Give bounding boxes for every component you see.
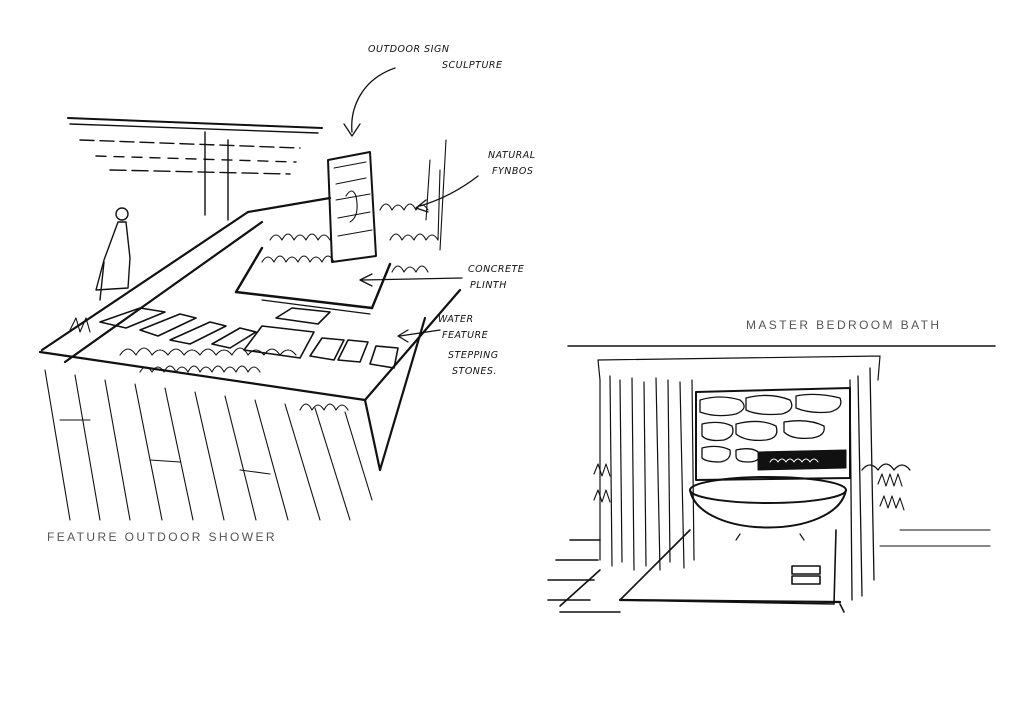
annotation-water-line2: FEATURE <box>442 330 488 341</box>
fynbos-planting <box>69 139 447 411</box>
right-column <box>849 367 911 601</box>
bath-planting <box>593 463 991 547</box>
freestanding-bath <box>689 476 847 541</box>
outdoor-shower-sketch: OUTDOOR SIGN SCULPTURE NATURAL FYNBOS CO… <box>38 44 536 521</box>
annotation-sign-line1: OUTDOOR SIGN <box>368 44 449 55</box>
timber-deck <box>38 350 373 521</box>
annotation-sign-line2: SCULPTURE <box>442 60 503 71</box>
stone-wall <box>695 387 851 481</box>
annotation-plinth: CONCRETE PLINTH <box>468 264 524 291</box>
annotation-water-line1: WATER <box>438 314 474 325</box>
annotation-fynbos-line2: FYNBOS <box>492 166 533 177</box>
ceiling-recess <box>597 355 881 381</box>
annotation-stones: STEPPING STONES. <box>448 350 499 377</box>
towel-stack <box>791 565 821 585</box>
annotation-stones-line2: STONES. <box>452 366 497 377</box>
annotation-water: WATER FEATURE <box>438 314 488 341</box>
annotation-plinth-line2: PLINTH <box>470 280 507 291</box>
annotation-stones-line1: STEPPING <box>448 350 499 361</box>
leader-arrows <box>343 67 479 343</box>
caption-master-bath: MASTER BEDROOM BATH <box>746 318 942 332</box>
annotation-fynbos-line1: NATURAL <box>488 150 536 161</box>
annotation-sign: OUTDOOR SIGN SCULPTURE <box>368 44 503 71</box>
annotation-plinth-line1: CONCRETE <box>468 264 524 275</box>
garden-bed <box>40 196 462 472</box>
fireplace <box>757 449 847 471</box>
concrete-plinth <box>234 246 392 315</box>
person-figure <box>95 207 131 301</box>
bath-floor <box>547 529 845 613</box>
annotation-fynbos: NATURAL FYNBOS <box>488 150 536 177</box>
stepping-stones <box>99 307 399 369</box>
roof-overhang <box>67 117 323 221</box>
master-bath-sketch <box>547 345 996 613</box>
caption-outdoor-shower: FEATURE OUTDOOR SHOWER <box>47 530 277 544</box>
sign-sculpture <box>327 151 377 263</box>
